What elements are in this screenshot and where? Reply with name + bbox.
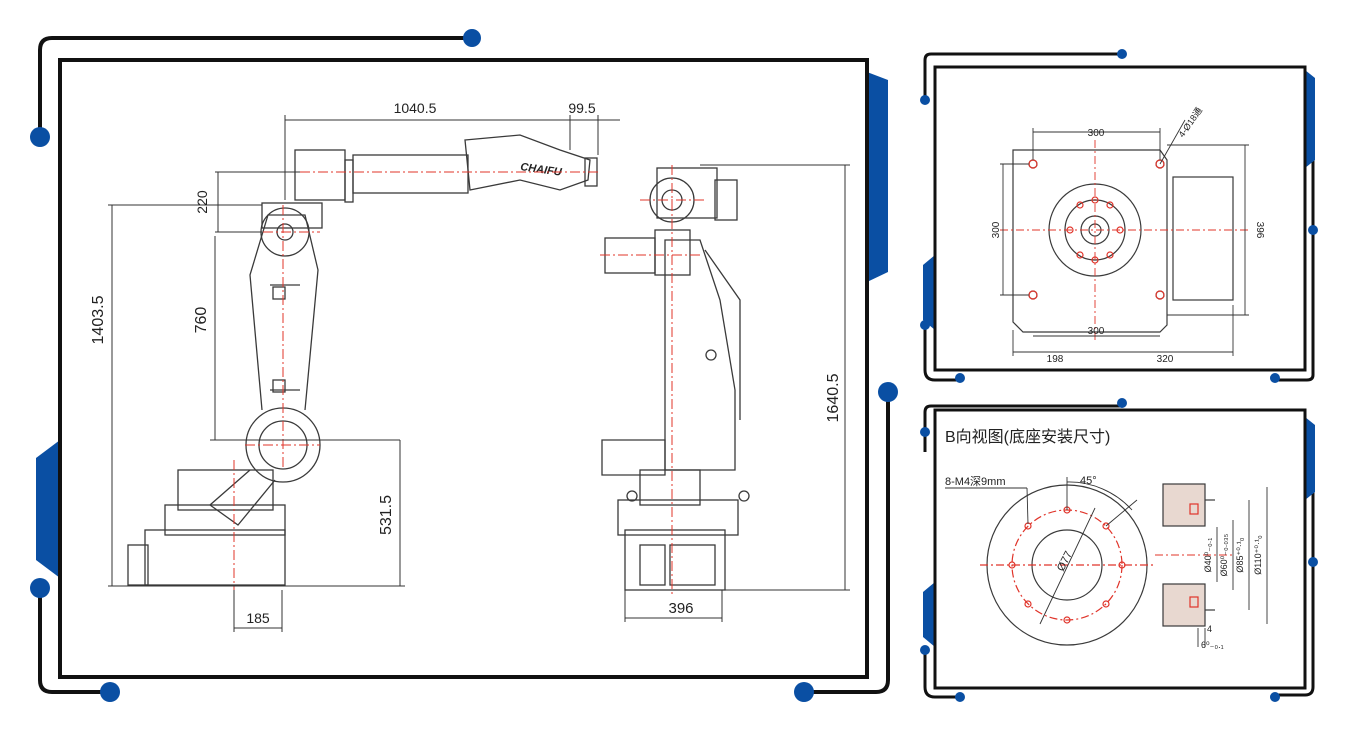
decor-tab xyxy=(1305,70,1315,168)
decor-dot xyxy=(794,682,814,702)
base-view-title: B向视图(底座安装尺寸) xyxy=(945,428,1110,446)
decor-tab xyxy=(1305,417,1315,500)
dim-total-height: 1403.5 xyxy=(90,295,107,344)
dim-top-right: 396 xyxy=(1254,222,1265,239)
dia-110: Ø110⁺⁰·¹₀ xyxy=(1253,535,1263,575)
top-centerlines xyxy=(1000,140,1250,340)
dia-85: Ø85⁺⁰·¹₀ xyxy=(1235,537,1245,572)
dim-wrist: 99.5 xyxy=(568,100,595,116)
dim-bottom-inner: 300 xyxy=(1088,326,1105,337)
decor-dot xyxy=(955,373,965,383)
decor-tab xyxy=(923,255,935,330)
decor-tab xyxy=(36,440,60,578)
drawing-border xyxy=(933,65,1307,372)
decor-dot xyxy=(920,645,930,655)
dim-bottom-left: 198 xyxy=(1047,354,1064,365)
dim-top-width: 300 xyxy=(1088,128,1105,139)
angle-label: 45° xyxy=(1080,475,1097,487)
decor-dot xyxy=(1270,373,1280,383)
top-view-panel: 300 4-Ø18通 300 396 300 198 320 xyxy=(920,49,1318,383)
arm-logo: CHAIFU xyxy=(520,161,564,179)
decor-dot xyxy=(463,29,481,47)
dim-reach: 1040.5 xyxy=(394,100,437,116)
base-dimension-lines xyxy=(945,477,1138,625)
base-view-panel: B向视图(底座安装尺寸) 8-M4深9mm 45° Ø77 xyxy=(920,398,1318,702)
base-section-view xyxy=(1162,483,1215,627)
decor-dot xyxy=(1117,49,1127,59)
panel-decor-frame xyxy=(38,36,890,694)
dim-top-left: 300 xyxy=(991,221,1002,238)
dim-upper: 220 xyxy=(194,190,210,214)
drawing-border xyxy=(58,58,869,679)
side-dimension-lines xyxy=(108,115,620,632)
decor-dot xyxy=(100,682,120,702)
decor-dot xyxy=(920,427,930,437)
decor-dot xyxy=(955,692,965,702)
dim-lower-arm: 760 xyxy=(193,307,210,334)
decor-dot xyxy=(878,382,898,402)
decor-dot xyxy=(1308,225,1318,235)
decor-tab xyxy=(867,72,888,282)
dim-front-width: 396 xyxy=(668,600,693,617)
drawing-border xyxy=(933,408,1307,690)
decor-tab xyxy=(923,582,935,647)
robot-front-view xyxy=(601,167,750,591)
depth-4: 4 xyxy=(1207,624,1212,634)
front-centerlines xyxy=(600,165,705,595)
decor-dot xyxy=(1270,692,1280,702)
side-centerlines xyxy=(233,171,600,590)
front-dimension-lines xyxy=(624,164,850,622)
section-dimension-lines xyxy=(1197,487,1268,647)
decor-dot xyxy=(1308,557,1318,567)
decor-dot xyxy=(1117,398,1127,408)
dim-shoulder-height: 531.5 xyxy=(378,495,395,535)
decor-dot xyxy=(920,95,930,105)
dim-bottom-right: 320 xyxy=(1157,354,1174,365)
dia-60: Ø60⁰₋₀.₀₃₅ xyxy=(1219,533,1229,576)
main-drawing-panel: CHAIFU 1040.5 99.5 220 xyxy=(30,29,898,702)
depth-6: 6⁰₋₀.₁ xyxy=(1201,640,1224,650)
dim-front-height: 1640.5 xyxy=(825,373,842,422)
dia-40: Ø40⁰₋₀.₁ xyxy=(1203,538,1213,573)
thread-label: 8-M4深9mm xyxy=(945,475,1006,488)
dim-base-offset: 185 xyxy=(246,610,270,626)
panel-decor-frame xyxy=(923,52,1315,382)
top-dimension-lines xyxy=(1000,119,1249,356)
decor-dot xyxy=(30,127,50,147)
panel-decor-frame xyxy=(923,404,1315,699)
decor-dot xyxy=(30,578,50,598)
